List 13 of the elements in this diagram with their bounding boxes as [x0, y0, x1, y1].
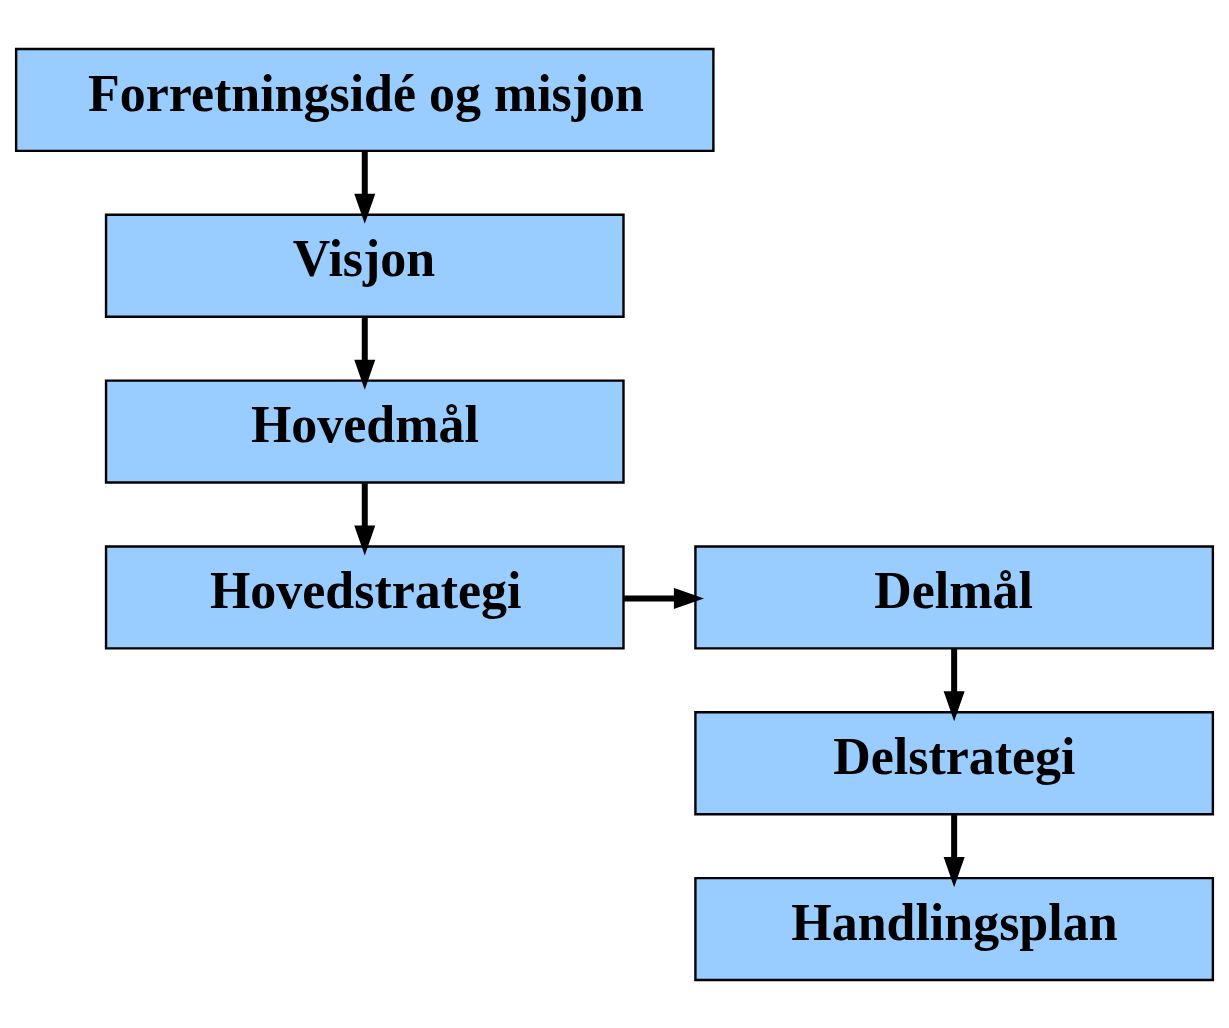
arrow	[624, 587, 704, 609]
node-box: Visjon	[104, 213, 625, 318]
arrow	[354, 151, 376, 224]
node-box: Hovedmål	[104, 378, 625, 484]
node-box: Hovedstrategi	[104, 544, 625, 650]
node-box: Forretningsidé og misjon	[14, 47, 715, 152]
arrow	[354, 316, 376, 390]
node-box: Handlingsplan	[694, 876, 1215, 981]
arrow	[943, 648, 965, 721]
node-box: Delmål	[694, 544, 1215, 650]
arrow	[354, 482, 376, 555]
arrow	[943, 814, 965, 887]
node-box: Delstrategi	[694, 710, 1215, 815]
